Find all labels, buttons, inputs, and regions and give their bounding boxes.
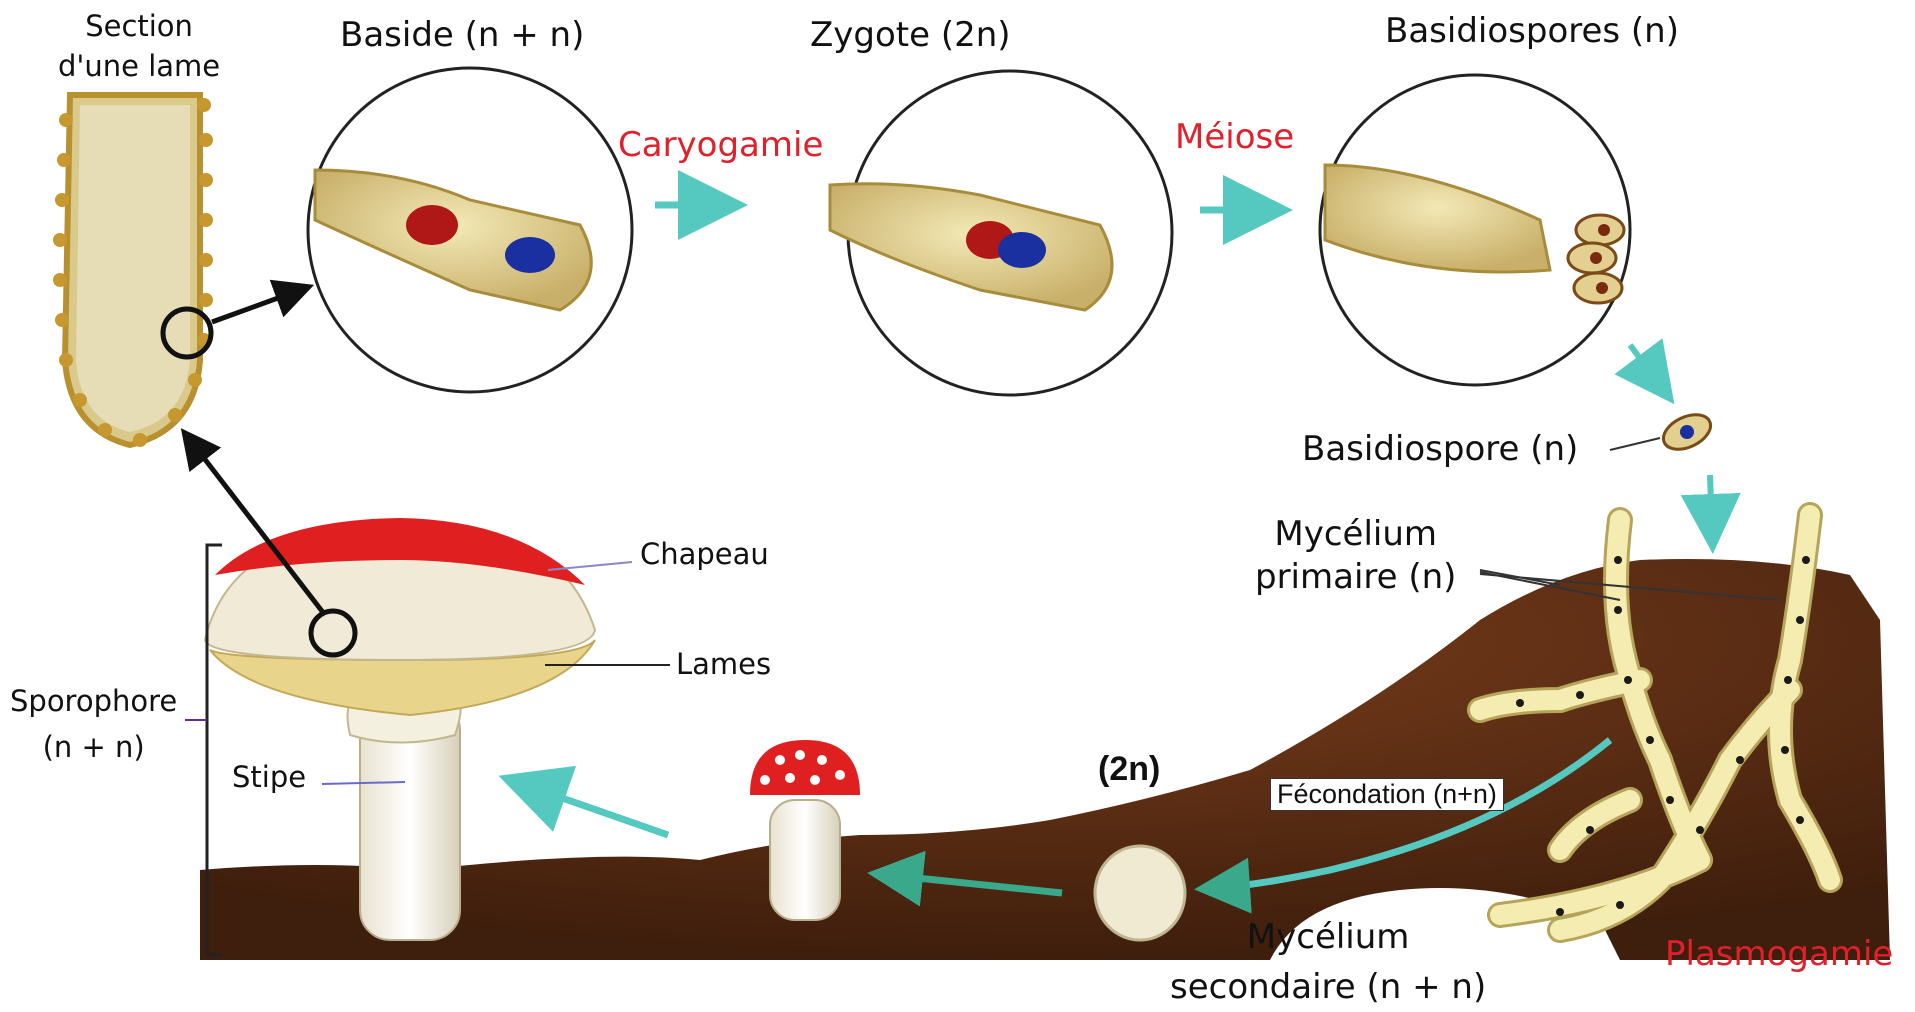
growth-arrow-2 bbox=[525, 785, 668, 835]
nucleus-blue bbox=[505, 237, 555, 273]
basidiospore-label: Basidiospore (n) bbox=[1302, 432, 1578, 466]
zoom-arrow bbox=[212, 290, 300, 322]
chapeau-label: Chapeau bbox=[640, 540, 769, 569]
mycelium-secondaire-label: Mycélium secondaire (n + n) bbox=[1170, 912, 1486, 1012]
germination-arrow bbox=[1710, 475, 1712, 530]
mycelium-primaire-label: Mycélium primaire (n) bbox=[1255, 513, 1456, 599]
diploid-label: (2n) bbox=[1098, 752, 1160, 786]
basidiospores-label: Basidiospores (n) bbox=[1385, 14, 1679, 48]
plasmogamie-label: Plasmogamie bbox=[1665, 937, 1893, 971]
nucleus-red bbox=[406, 205, 458, 245]
baside-label: Baside (n + n) bbox=[340, 18, 584, 52]
sporophore-label: Sporophore (n + n) bbox=[10, 678, 177, 770]
gill-section bbox=[53, 95, 213, 447]
caryogamie-label: Caryogamie bbox=[618, 128, 823, 162]
spore-release-arrow bbox=[1630, 345, 1660, 385]
lames-label: Lames bbox=[676, 650, 771, 679]
section-label: Section d'une lame bbox=[58, 6, 220, 86]
basidiospores-circle bbox=[1320, 75, 1630, 385]
stipe-label: Stipe bbox=[232, 763, 306, 792]
nucleus-blue bbox=[998, 232, 1046, 268]
fecondation-label: Fécondation (n+n) bbox=[1270, 778, 1504, 811]
baside-circle bbox=[308, 68, 632, 392]
basidiospore bbox=[1658, 408, 1716, 456]
zygote-circle bbox=[830, 71, 1172, 395]
zygote-label: Zygote (2n) bbox=[810, 18, 1011, 52]
meiose-label: Méiose bbox=[1175, 120, 1294, 154]
